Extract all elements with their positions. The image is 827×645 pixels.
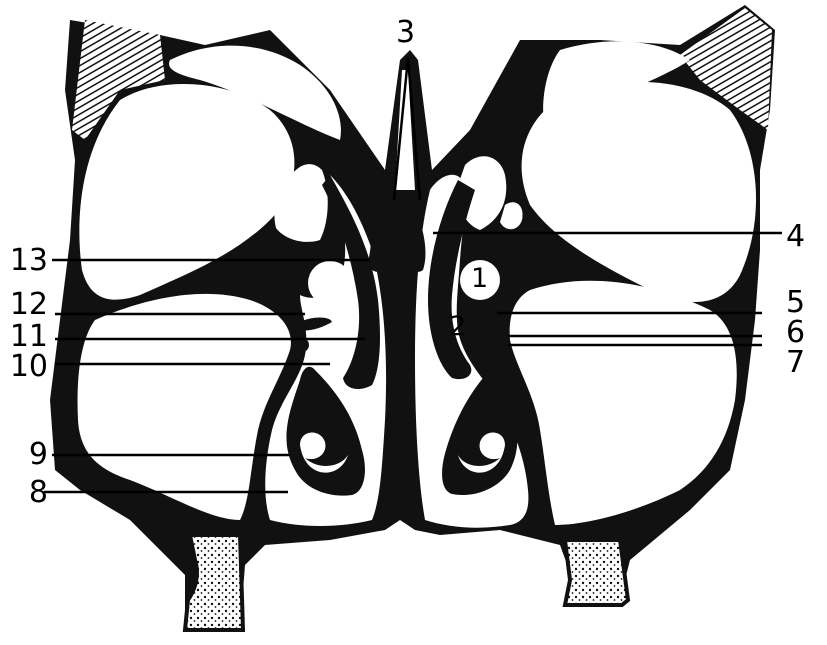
right-ethmoid-cell-mid bbox=[500, 202, 523, 230]
right-orbit bbox=[521, 81, 757, 303]
right-ostium-mark bbox=[472, 310, 502, 330]
right-middle-turbinate bbox=[428, 180, 475, 380]
label-12: 12 bbox=[9, 287, 48, 322]
left-superior-turbinate bbox=[368, 210, 386, 272]
right-inferior-turbinate-scroll bbox=[458, 432, 505, 473]
label-8: 8 bbox=[28, 475, 48, 510]
label-9: 9 bbox=[28, 437, 48, 472]
left-ethmoid-cell-upper bbox=[274, 164, 328, 242]
left-inferior-turbinate bbox=[286, 366, 365, 496]
right-ostium-dot bbox=[492, 330, 508, 346]
right-ethmoid-bulla bbox=[460, 260, 500, 300]
label-10: 10 bbox=[9, 349, 48, 384]
label-11: 11 bbox=[9, 319, 48, 354]
right-maxillary-sinus bbox=[509, 280, 737, 525]
right-ethmoid-cell-upper bbox=[457, 156, 507, 230]
right-superior-turbinate bbox=[411, 215, 426, 272]
label-7: 7 bbox=[786, 345, 806, 380]
label-5: 5 bbox=[786, 285, 806, 320]
right-inferior-turbinate bbox=[442, 369, 518, 495]
left-hatch-zone bbox=[72, 20, 165, 140]
leader-3 bbox=[392, 57, 410, 201]
left-middle-turbinate bbox=[322, 175, 380, 390]
right-tooth bbox=[562, 538, 631, 607]
left-inferior-turbinate-scroll bbox=[300, 432, 348, 473]
right-hatch-zone bbox=[680, 8, 772, 130]
label-2: 2 bbox=[449, 311, 467, 342]
leader-lines bbox=[44, 57, 782, 494]
left-ostium-dot bbox=[295, 338, 309, 352]
label-13: 13 bbox=[9, 243, 48, 278]
label-6: 6 bbox=[786, 315, 806, 350]
nasal-septum bbox=[395, 200, 410, 520]
left-frontal-cell bbox=[169, 45, 341, 140]
label-4: 4 bbox=[786, 219, 806, 254]
label-1: 1 bbox=[471, 263, 489, 294]
left-ostium-mark bbox=[300, 317, 332, 331]
leader-3b bbox=[406, 57, 422, 201]
right-frontal-cell bbox=[543, 41, 690, 130]
crista-galli bbox=[395, 70, 415, 190]
left-tooth bbox=[182, 533, 246, 632]
left-orbit bbox=[79, 83, 295, 300]
label-3: 3 bbox=[396, 15, 416, 50]
left-maxillary-sinus bbox=[77, 293, 291, 520]
